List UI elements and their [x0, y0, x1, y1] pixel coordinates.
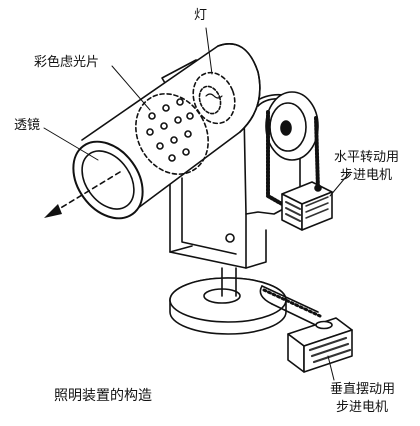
light-direction-arrow: [44, 171, 121, 218]
vertical-stepper-motor: [287, 317, 353, 373]
diagram-caption: 照明装置的构造: [54, 388, 152, 404]
label-vertical-motor-line2: 步进电机: [336, 400, 389, 415]
horizontal-stepper-motor: [281, 181, 333, 231]
upper-pulley: [265, 91, 319, 161]
lamp-cylinder: [72, 43, 261, 220]
color-filter-plate: [135, 93, 209, 175]
label-color-filter: 彩色虑光片: [34, 55, 100, 70]
label-vertical-motor-line1: 垂直摆动用: [330, 382, 396, 397]
label-lamp: 灯: [194, 8, 208, 23]
base-turntable: [169, 267, 287, 335]
label-lens: 透镜: [14, 118, 41, 133]
label-horizontal-motor-line2: 步进电机: [340, 168, 393, 183]
leader-lines: [43, 27, 351, 381]
lamp-bulb: [192, 71, 236, 125]
label-horizontal-motor-line1: 水平转动用: [334, 150, 400, 165]
